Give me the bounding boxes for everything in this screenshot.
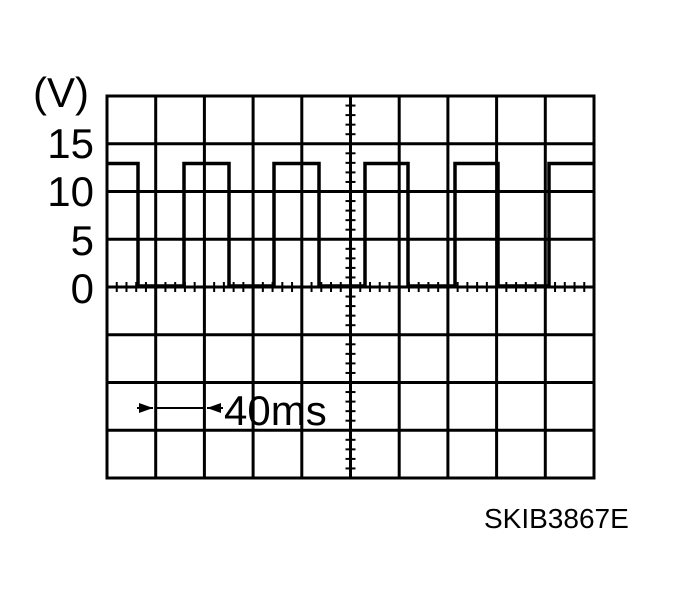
- y-tick-label-10: 10: [47, 168, 94, 215]
- y-axis-unit-label: (V): [33, 69, 89, 116]
- time-scale-arrow: [137, 403, 223, 413]
- figure-code-label: SKIB3867E: [484, 503, 629, 534]
- square-wave-trace: [107, 161, 594, 288]
- y-tick-label-5: 5: [70, 217, 94, 264]
- time-scale-label: 40ms: [224, 387, 327, 434]
- waveform-path: [107, 161, 594, 288]
- y-tick-label-15: 15: [47, 120, 94, 167]
- y-tick-label-0: 0: [70, 265, 94, 312]
